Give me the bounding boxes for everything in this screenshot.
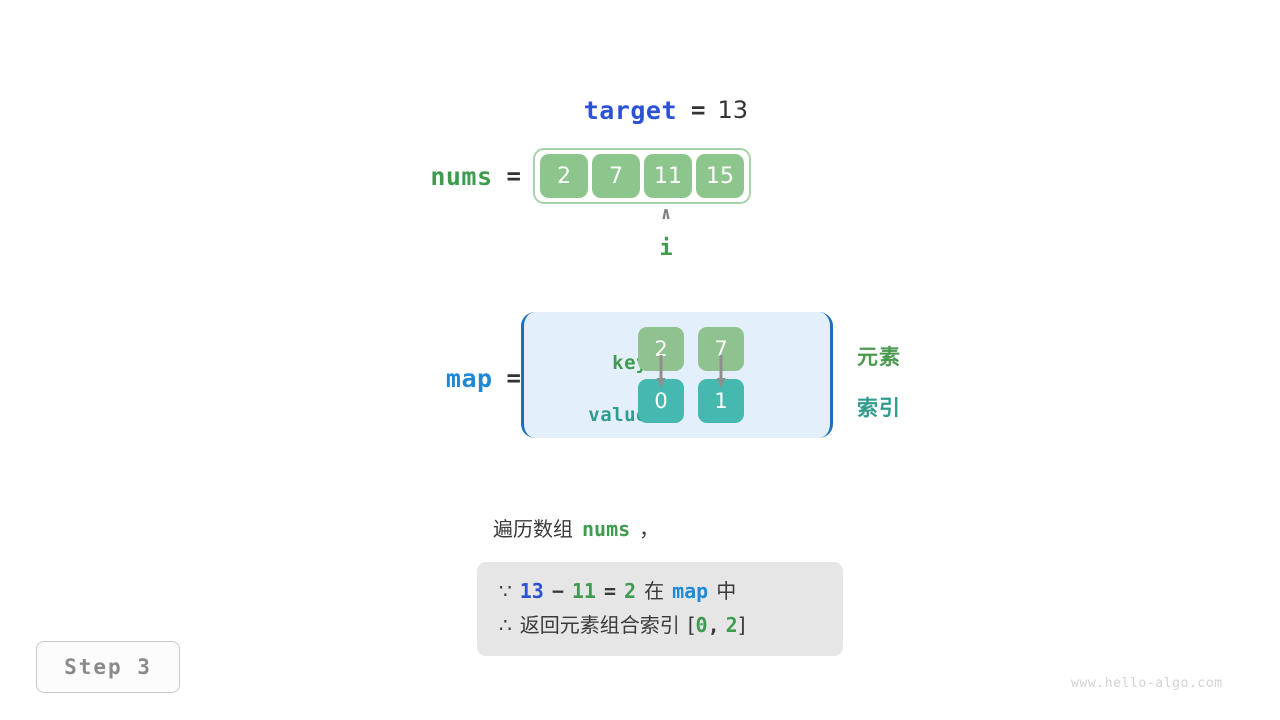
bracket-close: ] [737,613,746,637]
map-row-label-key: key [612,352,648,374]
detail-index-2: 2 [725,613,738,637]
detail-map-name: map [672,579,709,603]
nums-array: 2 7 11 15 [533,148,751,204]
map-equals-sign: = [506,364,521,392]
detail-index-comma: , [707,613,720,637]
because-symbol: ∵ [499,579,512,603]
nums-cell-0: 2 [540,154,588,198]
map-container: key value 2 0 7 1 [521,312,833,438]
watermark: www.hello-algo.com [1071,676,1223,691]
therefore-symbol: ∴ [499,613,512,637]
nums-row: nums = [0,156,521,196]
caption-index: 索引 [857,396,901,420]
detail-tail-text: 中 [716,579,737,603]
bracket-open: [ [687,613,696,637]
map-entry-0: 2 0 [638,327,684,423]
step-badge: Step 3 [36,641,180,693]
map-key-cell-1: 7 [698,327,744,371]
nums-equals-sign: = [506,162,521,190]
map-entry-1: 7 1 [698,327,744,423]
detail-line-2: ∴ 返回元素组合索引 [0,2] [499,608,821,642]
map-row: map = [0,360,521,396]
detail-return-text: 返回元素组合索引 [519,613,680,637]
index-pointer: ∧ i [613,206,719,264]
detail-result: 2 [624,579,637,603]
map-value-cell-0: 0 [638,379,684,423]
map-variable-name: map [445,363,493,393]
detail-equals-sign: = [603,579,617,603]
caret-up-icon: ∧ [660,204,672,224]
nums-cell-3: 15 [696,154,744,198]
target-equals-sign: = [691,96,706,124]
target-variable-name: target [583,95,677,125]
detail-operand-b: 11 [571,579,596,603]
description-code: nums [582,517,631,541]
map-grid: key value 2 0 7 1 [524,312,830,438]
target-row: target = 13 [0,92,748,128]
map-row-label-value: value [588,404,648,426]
nums-cell-1: 7 [592,154,640,198]
map-key-cell-0: 2 [638,327,684,371]
description-prefix: 遍历数组 [493,517,573,541]
detail-index-1: 0 [695,613,708,637]
description-suffix: ， [639,517,660,541]
target-value: 13 [717,96,748,124]
nums-cell-2: 11 [644,154,692,198]
detail-operand-a: 13 [519,579,544,603]
map-value-cell-1: 1 [698,379,744,423]
caption-element: 元素 [857,345,901,369]
detail-in-text: 在 [644,579,665,603]
index-pointer-label: i [659,236,673,261]
nums-variable-name: nums [430,161,493,191]
description-line: 遍历数组 nums ， [493,513,659,542]
detail-minus-sign: − [551,579,564,603]
